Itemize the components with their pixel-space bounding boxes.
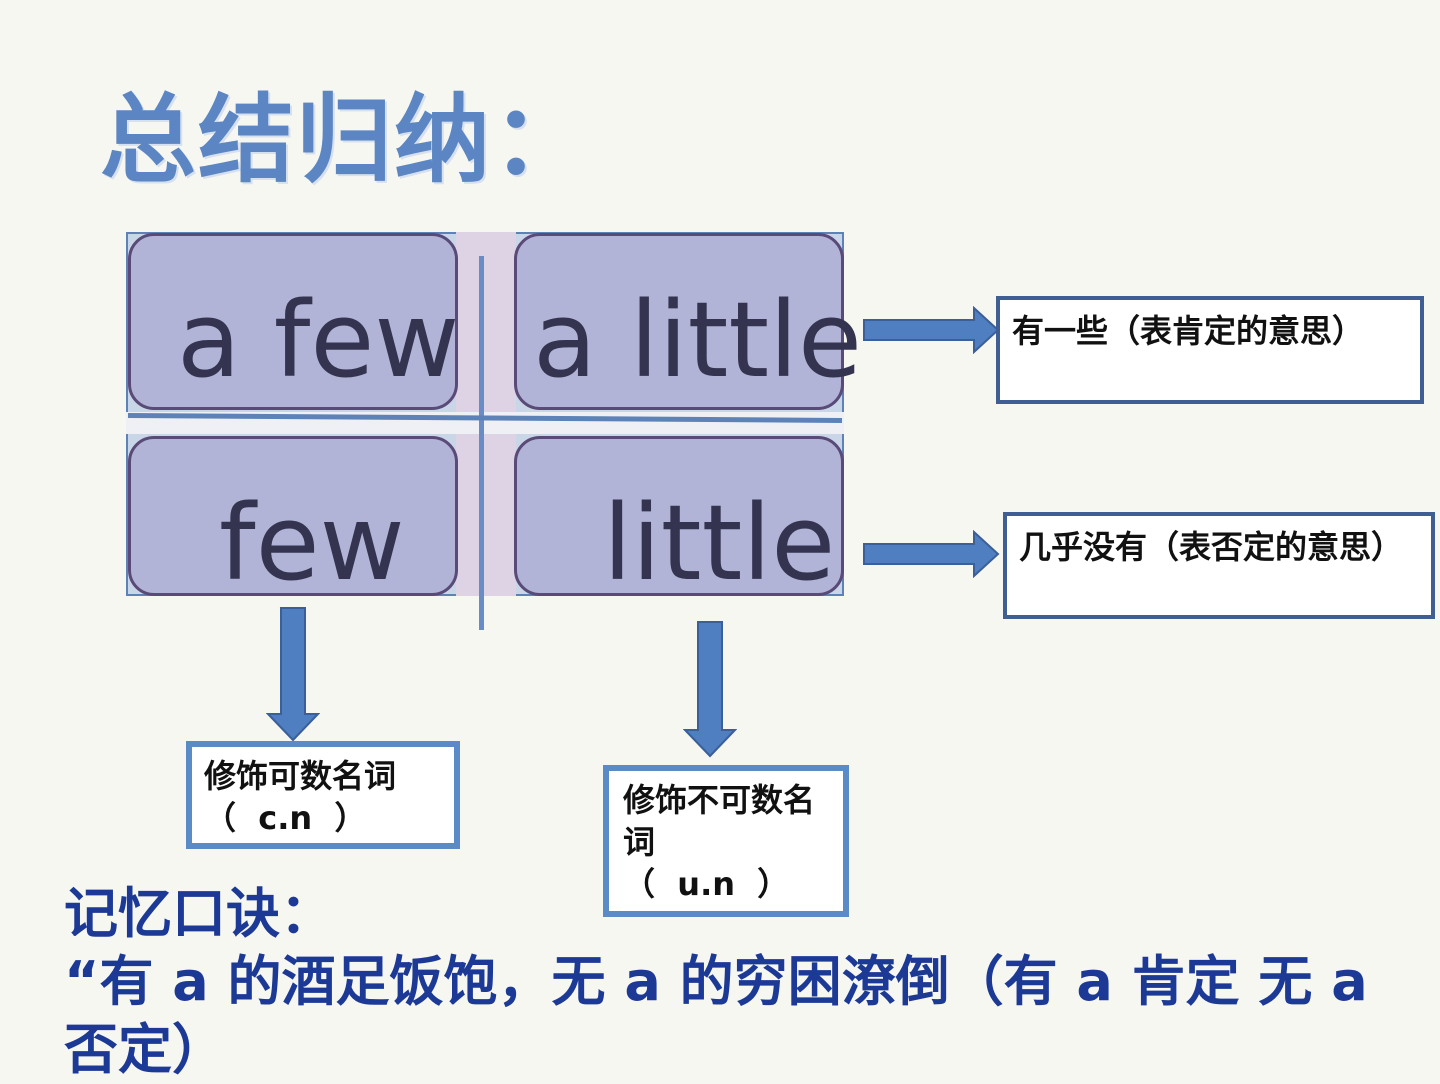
uncountable-text-line1: 修饰不可数名词 [623, 781, 816, 861]
page-title: 总结归纳： [100, 84, 590, 196]
positive-meaning-text: 有一些（表肯定的意思） [1012, 312, 1365, 350]
negative-meaning-text: 几乎没有（表否定的意思） [1019, 528, 1404, 566]
cell-few: few [128, 436, 458, 596]
cell-a-little-text: a little [533, 279, 863, 401]
cell-little: little [514, 436, 844, 596]
countable-text-line1: 修饰可数名词 [204, 757, 397, 795]
grid-vertical-divider [479, 256, 484, 630]
right-arrow-icon [863, 306, 1000, 354]
uncountable-text-line2: （ u.n ） [623, 865, 790, 903]
cell-a-few-text: a few [177, 279, 460, 401]
mnemonic-text: “有 a 的酒足饭饱，无 a 的穷困潦倒（有 a 肯定 无 a 否定） [64, 950, 1368, 1081]
countable-box: 修饰可数名词 （ c.n ） [186, 741, 460, 849]
cell-little-text: little [603, 482, 836, 604]
uncountable-box: 修饰不可数名词 （ u.n ） [603, 765, 849, 917]
negative-meaning-box: 几乎没有（表否定的意思） [1003, 512, 1435, 619]
down-arrow-icon [683, 621, 737, 758]
cell-a-little: a little [514, 233, 862, 410]
down-arrow-icon [266, 607, 320, 742]
cell-a-few: a few [128, 233, 460, 410]
cell-few-text: few [219, 482, 405, 604]
right-arrow-icon [863, 530, 1000, 578]
positive-meaning-box: 有一些（表肯定的意思） [996, 296, 1424, 404]
mnemonic-heading: 记忆口诀： [64, 882, 334, 945]
countable-text-line2: （ c.n ） [204, 799, 367, 837]
mnemonic: 记忆口诀： “有 a 的酒足饭饱，无 a 的穷困潦倒（有 a 肯定 无 a 否定… [64, 880, 1404, 1084]
